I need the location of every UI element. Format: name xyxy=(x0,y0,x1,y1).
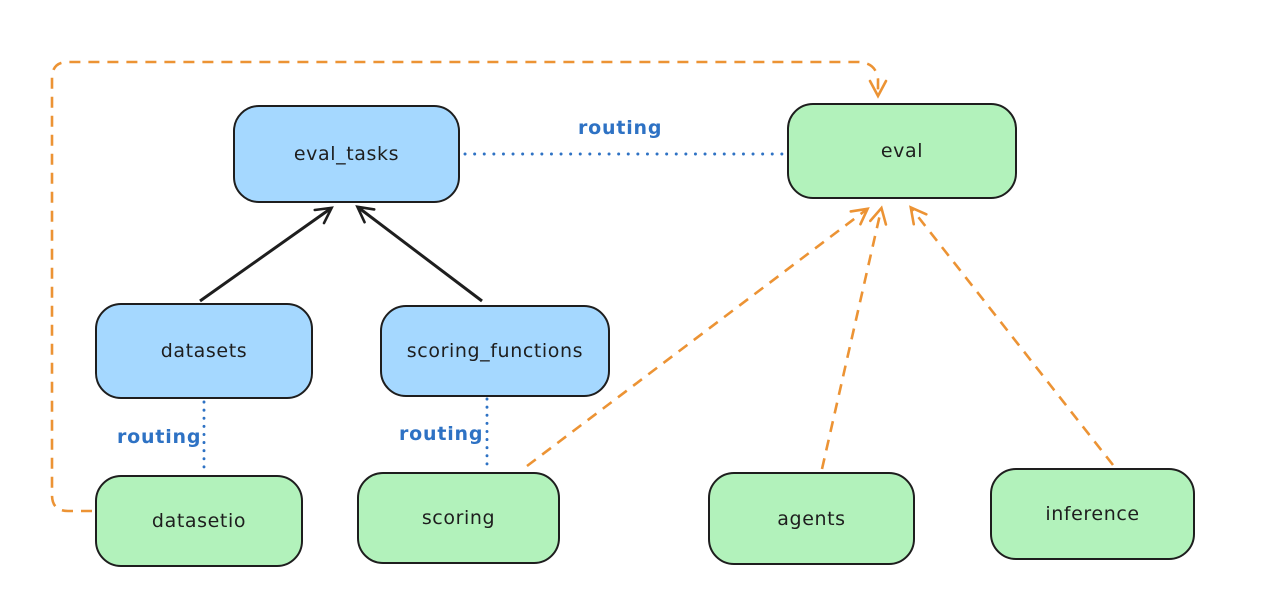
edge-inference-to-eval xyxy=(909,205,1115,466)
node-scoring: scoring xyxy=(357,472,560,564)
node-scoring-functions: scoring_functions xyxy=(380,305,610,397)
node-datasetio-label: datasetio xyxy=(151,510,247,532)
edge-label-routing-eval-tasks-eval: routing xyxy=(578,117,663,139)
node-agents: agents xyxy=(708,472,915,565)
node-datasets: datasets xyxy=(95,303,313,399)
node-scoring-functions-label: scoring_functions xyxy=(406,340,584,362)
edge-label-routing-datasets-datasetio: routing xyxy=(117,426,202,448)
edge-scoring-functions-to-eval-tasks xyxy=(355,205,483,303)
node-agents-label: agents xyxy=(777,507,846,530)
edge-agents-to-eval xyxy=(820,205,888,470)
edge-scoring-to-eval xyxy=(526,207,870,468)
edge-datasets-to-eval-tasks xyxy=(199,206,334,303)
node-eval-label: eval xyxy=(880,140,924,162)
node-datasetio: datasetio xyxy=(95,475,303,567)
node-eval-tasks: eval_tasks xyxy=(233,105,460,203)
edge-label-routing-scoring-functions-scoring: routing xyxy=(399,423,484,445)
node-inference: inference xyxy=(990,468,1195,560)
node-scoring-label: scoring xyxy=(421,507,496,529)
node-datasets-label: datasets xyxy=(160,340,248,362)
node-inference-label: inference xyxy=(1045,503,1140,525)
node-eval: eval xyxy=(787,103,1017,199)
edge-datasetio-to-eval-loop xyxy=(50,60,888,513)
node-eval-tasks-label: eval_tasks xyxy=(293,143,400,165)
